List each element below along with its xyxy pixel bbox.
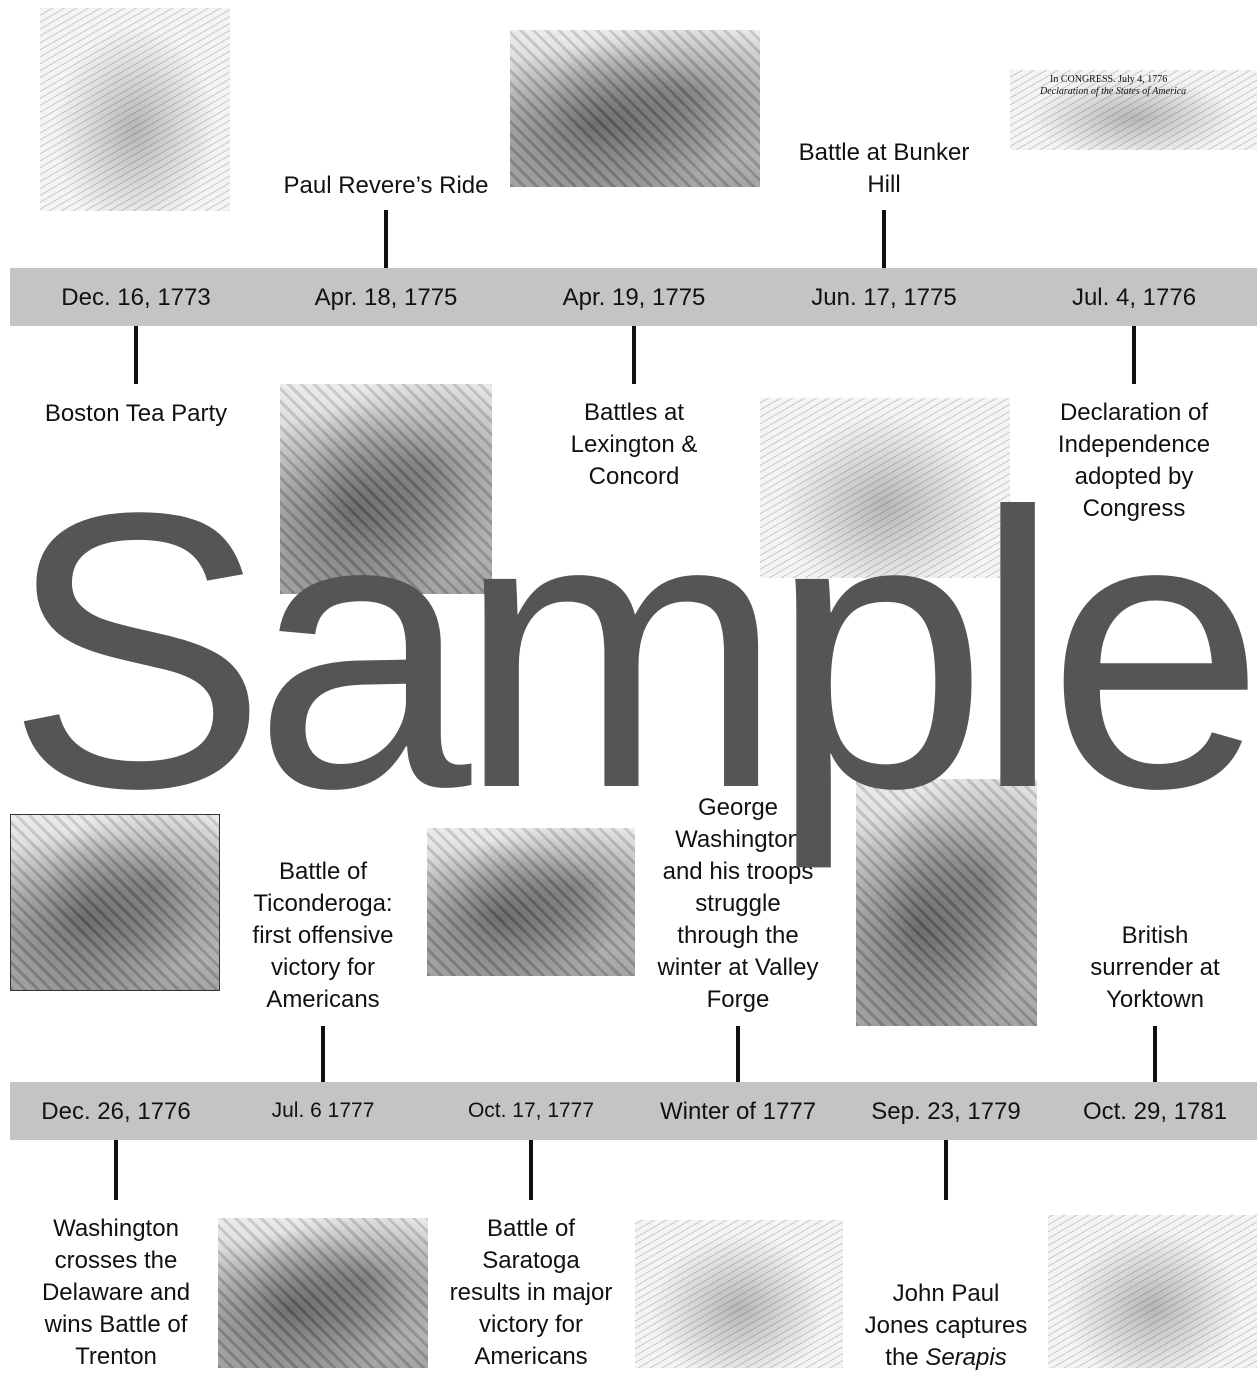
date-1779-sep: Sep. 23, 1779 [871, 1098, 1021, 1125]
label-delaware: Washington crosses the Delaware and wins… [42, 1213, 190, 1373]
label-paul-revere: Paul Revere’s Ride [283, 172, 489, 199]
delaware-crossing-image [10, 814, 220, 991]
label-serapis-line: Jones captures [864, 1312, 1028, 1339]
label-saratoga: Battle of Saratoga results in major vict… [450, 1213, 613, 1373]
label-declaration-line: Congress [1082, 495, 1186, 522]
label-delaware-line: Delaware and [41, 1279, 191, 1306]
label-lexington-line: Concord [588, 463, 680, 490]
tick-saratoga [529, 1140, 533, 1200]
label-valley-forge: George Washington and his troops struggl… [658, 792, 819, 1016]
timeline-band-1 [10, 268, 1257, 326]
tick-delaware [114, 1140, 118, 1200]
yorktown-surrender-image [1048, 1215, 1257, 1368]
label-saratoga-line: victory for [478, 1311, 583, 1338]
label-valley-forge-line: Washington [675, 826, 801, 853]
tick-declaration [1132, 326, 1136, 384]
valley-forge-image [635, 1220, 843, 1368]
label-serapis-line: John Paul [892, 1280, 1000, 1307]
timeline-band-2 [10, 1082, 1257, 1140]
label-saratoga-line: results in major [449, 1279, 613, 1306]
tick-bunker-hill [882, 210, 886, 268]
label-serapis: John Paul Jones captures the Serapis [865, 1278, 1028, 1374]
label-ticonderoga: Battle of Ticonderoga: first offensive v… [253, 856, 394, 1016]
date-1775-apr18: Apr. 18, 1775 [314, 284, 458, 311]
saratoga-surrender-image [427, 828, 635, 976]
label-bunker-hill-line: Hill [867, 171, 901, 198]
bunker-hill-image [760, 398, 1010, 578]
declaration-image-line1: In CONGRESS. July 4, 1776 [1050, 74, 1168, 85]
label-bunker-hill: Battle at Bunker Hill [799, 137, 970, 201]
label-declaration-line: Independence [1057, 431, 1211, 458]
label-ticonderoga-line: victory for [270, 954, 376, 981]
label-saratoga-line: Saratoga [482, 1247, 580, 1274]
label-yorktown-line: British [1121, 922, 1189, 949]
label-valley-forge-line: struggle [695, 890, 781, 917]
tick-valley-forge [736, 1026, 740, 1082]
label-delaware-line: wins Battle of [44, 1311, 188, 1338]
tick-paul-revere [384, 210, 388, 268]
label-serapis-line: the Serapis [865, 1342, 1028, 1374]
tick-yorktown [1153, 1026, 1157, 1082]
ticonderoga-image [218, 1218, 428, 1368]
label-declaration-line: Declaration of [1059, 399, 1209, 426]
label-serapis-prefix: the [885, 1344, 926, 1371]
tick-serapis [944, 1140, 948, 1200]
label-declaration: Declaration of Independence adopted by C… [1058, 397, 1210, 525]
label-delaware-line: crosses the [54, 1247, 178, 1274]
label-delaware-line: Trenton [75, 1343, 157, 1370]
label-ticonderoga-line: Ticonderoga: [253, 890, 393, 917]
declaration-image-line2: Declaration of the States of America [1040, 86, 1187, 97]
date-1777-winter: Winter of 1777 [659, 1098, 817, 1125]
date-1781-oct: Oct. 29, 1781 [1082, 1098, 1228, 1125]
label-lexington-concord: Battles at Lexington & Concord [571, 397, 698, 493]
date-1777-jul: Jul. 6 1777 [271, 1099, 375, 1122]
label-delaware-line: Washington [53, 1215, 179, 1242]
tick-boston-tea-party [134, 326, 138, 384]
label-valley-forge-line: winter at Valley [657, 954, 819, 981]
label-yorktown-line: Yorktown [1106, 986, 1204, 1013]
label-ticonderoga-line: Battle of [278, 858, 368, 885]
paul-revere-image [280, 384, 492, 594]
label-saratoga-line: Battle of [486, 1215, 576, 1242]
label-lexington-line: Battles at [583, 399, 685, 426]
tick-ticonderoga [321, 1026, 325, 1082]
label-ticonderoga-line: Americans [266, 986, 380, 1013]
lexington-battle-image [510, 30, 760, 187]
declaration-document-image: In CONGRESS. July 4, 1776 Declaration of… [1010, 70, 1257, 150]
date-1775-apr19: Apr. 19, 1775 [562, 284, 706, 311]
label-valley-forge-line: George [697, 794, 779, 821]
date-1777-oct: Oct. 17, 1777 [467, 1099, 595, 1122]
label-valley-forge-line: Forge [706, 986, 770, 1013]
label-saratoga-line: Americans [474, 1343, 588, 1370]
date-1773-dec: Dec. 16, 1773 [61, 284, 211, 311]
label-yorktown-line: surrender at [1090, 954, 1220, 981]
boston-tea-party-image [40, 8, 230, 211]
date-1776-jul: Jul. 4, 1776 [1071, 284, 1197, 311]
label-valley-forge-line: through the [677, 922, 799, 949]
date-1775-jun: Jun. 17, 1775 [811, 284, 957, 311]
label-declaration-line: adopted by [1074, 463, 1194, 490]
label-yorktown: British surrender at Yorktown [1090, 920, 1219, 1016]
date-1776-dec: Dec. 26, 1776 [41, 1098, 191, 1125]
label-boston-tea-party: Boston Tea Party [44, 400, 228, 427]
label-valley-forge-line: and his troops [662, 858, 814, 885]
label-lexington-line: Lexington & [570, 431, 698, 458]
serapis-battle-image [856, 779, 1037, 1026]
tick-lexington [632, 326, 636, 384]
label-bunker-hill-line: Battle at Bunker [798, 139, 970, 166]
label-serapis-ship-name: Serapis [925, 1344, 1007, 1371]
label-ticonderoga-line: first offensive [252, 922, 394, 949]
